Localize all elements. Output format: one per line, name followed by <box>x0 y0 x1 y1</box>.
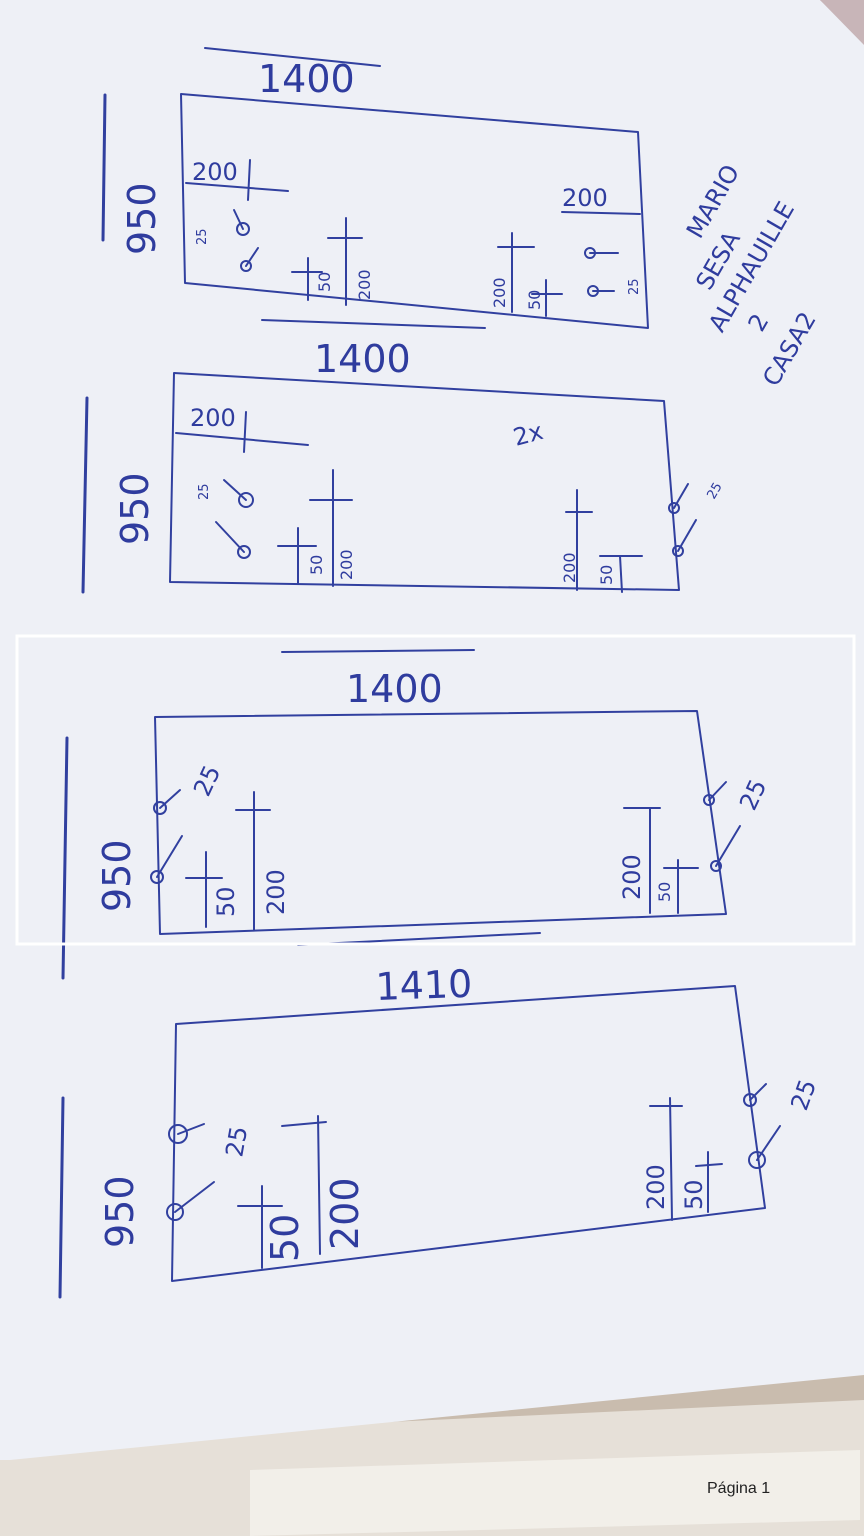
sketch-3-width: 1400 <box>346 667 443 711</box>
leader-line <box>156 835 183 878</box>
horiz-dim <box>561 211 641 215</box>
sketch-1-left-top: 200 <box>192 158 238 186</box>
sketch-4-right-v1: 200 <box>642 1164 670 1210</box>
dim-line-height <box>61 736 69 980</box>
vert-dim <box>669 1097 673 1221</box>
dim-line-height <box>101 93 107 242</box>
horiz-dim <box>175 432 309 446</box>
hole-mark <box>237 545 251 559</box>
sketch-4-width: 1410 <box>375 962 473 1009</box>
hole-mark <box>668 502 680 514</box>
sketch-2-right-v2: 50 <box>597 565 616 585</box>
sketch-3-right-v1: 200 <box>618 854 646 900</box>
vert-dim <box>619 555 623 593</box>
sketch-1-left-v2: 200 <box>355 269 374 300</box>
sketch-2: 1400 950 200 25 50 200 2x 200 50 25 <box>81 337 726 594</box>
leader-line <box>174 1181 215 1213</box>
hole-mark <box>236 222 250 236</box>
sketch-2-right-dia: 25 <box>704 480 725 502</box>
leader-line <box>677 519 697 552</box>
paper-sheet <box>0 0 864 1460</box>
sketch-3-right-v2: 50 <box>655 882 674 902</box>
sketch-2-left-v1: 50 <box>307 555 326 575</box>
dim-line-height <box>58 1096 65 1299</box>
leader-line <box>233 209 244 230</box>
hole-mark <box>672 545 684 557</box>
sketch-1-right-top: 200 <box>562 184 608 212</box>
hole-mark <box>240 260 252 272</box>
sketch-1-right-v2: 50 <box>525 290 544 310</box>
sketch-2-left-dia: 25 <box>197 483 212 500</box>
leader-line <box>245 247 259 267</box>
leader-line <box>749 1083 767 1101</box>
sketch-3-left-v2: 200 <box>262 869 290 915</box>
hole-mark <box>168 1124 188 1144</box>
horiz-tick <box>281 1121 327 1127</box>
sketch-4-right-v2: 50 <box>680 1179 708 1210</box>
sketch-4-left-dia: 25 <box>220 1124 253 1159</box>
leader-line <box>223 479 247 501</box>
sketch-1-right-v1: 200 <box>490 277 509 308</box>
dim-arrow-line <box>261 319 486 329</box>
sketch-1-left-dia: 25 <box>195 228 210 245</box>
hole-mark <box>153 801 167 815</box>
sketch-2-right-v1: 200 <box>560 552 579 583</box>
dim-arrow-line <box>281 649 475 653</box>
sketch-2-width: 1400 <box>314 337 411 381</box>
hole-mark <box>166 1203 184 1221</box>
horiz-tick <box>695 1163 723 1167</box>
hole-mark <box>238 492 254 508</box>
sketch-2-left-v2: 200 <box>337 549 356 580</box>
sketch-4-height: 950 <box>98 1175 142 1248</box>
vert-tick <box>243 411 247 453</box>
leader-line <box>715 825 741 867</box>
hole-mark <box>743 1093 757 1107</box>
sketch-1-left-v1: 50 <box>315 272 334 292</box>
leader-line <box>159 789 181 809</box>
sketch-3-left-v1: 50 <box>212 886 240 917</box>
sketch-2-left-top: 200 <box>190 404 236 432</box>
sketch-1: 1400 950 200 25 50 200 200 200 50 25 <box>101 47 649 329</box>
leader-line <box>756 1125 781 1161</box>
sketch-4: 1410 950 25 50 200 200 50 25 <box>58 962 822 1299</box>
leader-line <box>708 781 727 801</box>
dim-arrow-line <box>204 47 381 67</box>
sketch-1-outline <box>180 93 649 329</box>
selection-box[interactable] <box>15 634 856 946</box>
sketch-2-height: 950 <box>113 472 157 545</box>
sketch-3: 1400 950 25 50 200 200 50 25 <box>61 649 772 980</box>
vert-dim <box>317 1115 321 1255</box>
sketch-1-width: 1400 <box>258 57 355 101</box>
paper-stack-layer <box>250 1450 860 1536</box>
hole-mark <box>150 870 164 884</box>
sketch-3-height: 950 <box>95 839 139 912</box>
leader-line <box>177 1123 205 1135</box>
sketch-1-right-dia: 25 <box>627 278 642 295</box>
sketch-2-outline <box>169 372 680 591</box>
dim-line-height <box>81 396 89 594</box>
leader-line <box>673 483 689 509</box>
hole-mark <box>703 794 715 806</box>
sketch-4-left-v1: 50 <box>263 1214 307 1262</box>
sketch-4-outline <box>171 985 766 1282</box>
sketch-1-height: 950 <box>120 182 164 255</box>
hole-mark <box>710 860 722 872</box>
vert-tick <box>247 159 251 201</box>
horiz-dim <box>185 182 289 192</box>
page-label: Página 1 <box>707 1480 770 1497</box>
hole-mark <box>748 1151 766 1169</box>
sketch-4-left-v2: 200 <box>323 1177 367 1250</box>
leader-line <box>215 521 245 553</box>
sketch-3-outline <box>154 710 727 935</box>
paper-corner <box>640 0 864 45</box>
